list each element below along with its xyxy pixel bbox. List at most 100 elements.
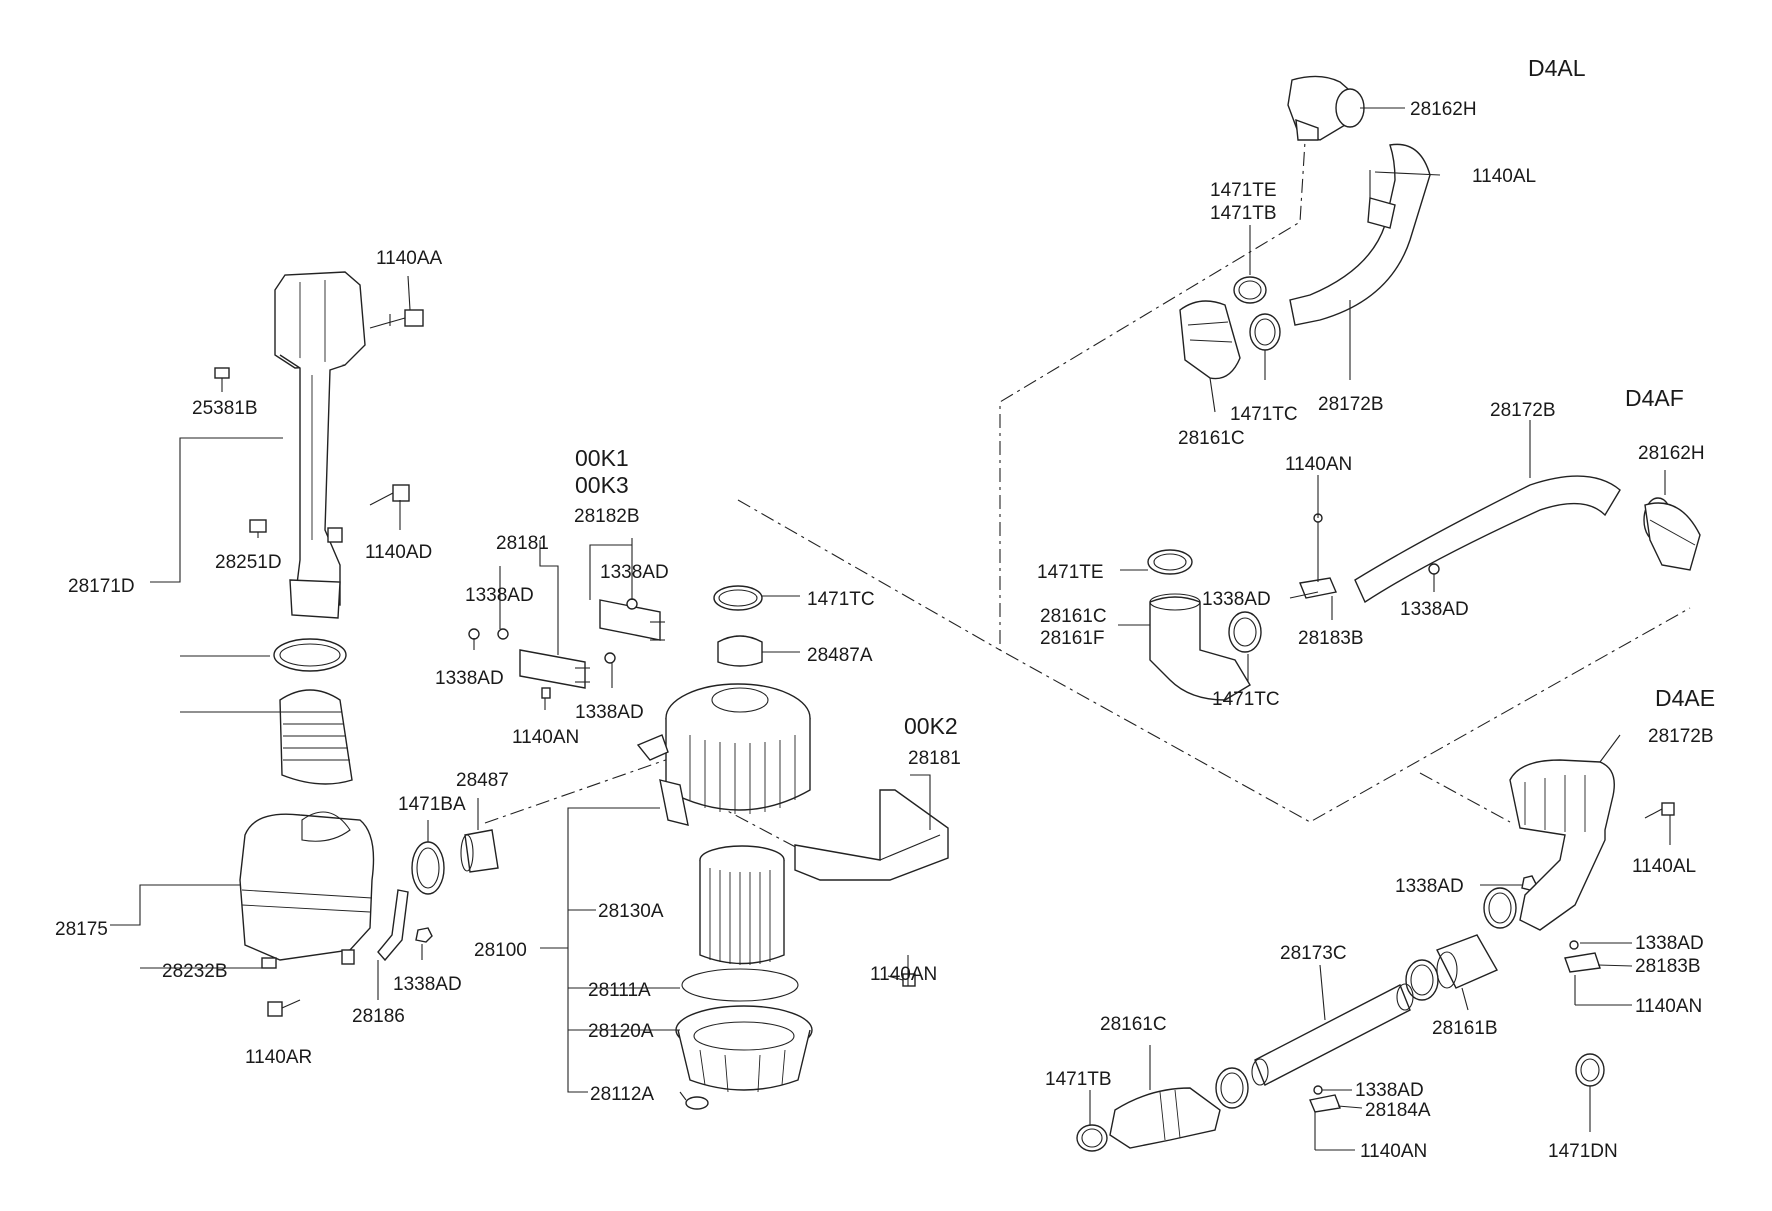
sleeve-28487a-icon: [717, 635, 763, 667]
part-label-28181-a: 28181: [496, 533, 549, 554]
part-label-1471tc-c: 1471TC: [1212, 689, 1280, 710]
hose-28161c-c-icon: [1109, 1087, 1221, 1149]
hose-28172b-b-icon: [1354, 475, 1621, 604]
pipe-28173c-icon: [1251, 983, 1414, 1086]
part-label-28181-b: 28181: [908, 748, 961, 769]
part-label-28130a: 28130A: [598, 901, 664, 922]
hose-clamp-1471te-b-icon: [1147, 549, 1193, 575]
part-label-1471tc-a: 1471TC: [807, 589, 875, 610]
part-label-1338ad-i: 1338AD: [1635, 933, 1704, 954]
nut-1338ad-a-icon: [415, 927, 433, 943]
part-label-1471te-b: 1471TE: [1037, 562, 1104, 583]
part-label-1338ad-d: 1338AD: [600, 562, 669, 583]
part-label-1338ad-a: 1338AD: [393, 974, 462, 995]
part-label-28487a: 28487A: [807, 645, 873, 666]
hose-clamp-d4ae-c-icon: [1215, 1067, 1249, 1109]
part-label-1140ad: 1140AD: [365, 542, 432, 563]
part-label-28161c-c: 28161C: [1100, 1014, 1167, 1035]
part-label-1471tb-b: 1471TB: [1045, 1069, 1112, 1090]
part-label-1471ba: 1471BA: [398, 794, 466, 815]
variant-label-d4al: D4AL: [1528, 55, 1586, 81]
nut-1338ad-h-icon: [1521, 875, 1537, 891]
snorkel-28171d: [214, 271, 366, 619]
part-label-1471dn: 1471DN: [1548, 1141, 1618, 1162]
part-label-1338ad-h: 1338AD: [1395, 876, 1464, 897]
hose-clamp-1471tc-b-icon: [1249, 313, 1281, 351]
part-label-28487: 28487: [456, 770, 509, 791]
part-label-1140al-a: 1140AL: [1472, 166, 1536, 187]
bracket-28182b-icon: [599, 599, 665, 641]
part-label-28172b-c: 28172B: [1648, 726, 1714, 747]
part-label-28120a: 28120A: [588, 1021, 654, 1042]
nut-group-center-icon: [468, 598, 638, 699]
part-label-28171d: 28171D: [68, 576, 135, 597]
hose-28161c-a-icon: [1179, 300, 1241, 380]
variant-label-d4ae: D4AE: [1655, 685, 1715, 711]
hose-clamp-1471tb-b-icon: [1076, 1124, 1108, 1152]
bolt-1140aa-icon: [369, 309, 424, 329]
lower-cover-28120a-icon: [675, 1005, 813, 1093]
part-labels: 1140AA 25381B 28251D 1140AD 28171D 28175…: [55, 99, 1714, 1162]
part-label-1140an-d: 1140AN: [1635, 996, 1702, 1017]
filter-element-28130a-icon: [699, 845, 785, 965]
part-label-28161f: 28161F: [1040, 628, 1104, 649]
hose-clamp-d4ae-a-icon: [1483, 887, 1517, 929]
part-label-28186: 28186: [352, 1006, 405, 1027]
valve-28112a-icon: [685, 1096, 709, 1110]
hose-clamp-1471tb-a-icon: [1233, 276, 1267, 304]
part-label-28184a: 28184A: [1365, 1100, 1431, 1121]
part-label-1338ad-c: 1338AD: [435, 668, 504, 689]
dashed-group-lines: [484, 124, 1691, 861]
part-label-28112a: 28112A: [590, 1084, 654, 1105]
part-label-1140an-e: 1140AN: [1360, 1141, 1427, 1162]
nut-1338ad-g-icon: [1428, 563, 1440, 575]
part-label-1140ar: 1140AR: [245, 1047, 312, 1068]
hose-clamp-1471dn-icon: [1575, 1053, 1605, 1087]
part-label-25381b: 25381B: [192, 398, 258, 419]
part-label-28232b: 28232B: [162, 961, 228, 982]
part-label-1471te-a: 1471TE: [1210, 180, 1277, 201]
variant-label-d4af: D4AF: [1625, 385, 1684, 411]
part-label-28183b-b: 28183B: [1635, 956, 1701, 977]
variant-label-00k1: 00K1: [575, 445, 629, 471]
intake-duct-28172b-c-icon: [1509, 759, 1615, 931]
hose-clamp-1471ba-icon: [411, 841, 445, 895]
part-label-28182b: 28182B: [574, 506, 640, 527]
hose-clamp-1471tc-a-icon: [713, 585, 763, 611]
part-label-28161b: 28161B: [1432, 1018, 1498, 1039]
part-label-28175: 28175: [55, 919, 108, 940]
part-label-1140an-b: 1140AN: [870, 964, 937, 985]
part-label-28172b-a: 28172B: [1318, 394, 1384, 415]
hose-clamp-d4ae-b-icon: [1405, 959, 1439, 1001]
part-label-1471tc-b: 1471TC: [1230, 404, 1298, 425]
part-label-1338ad-j: 1338AD: [1355, 1080, 1424, 1101]
bracket-28181-b-icon: [794, 789, 949, 881]
variant-label-00k3: 00K3: [575, 472, 629, 498]
bracket-28181-a-icon: [519, 649, 590, 689]
part-label-1471tb-a: 1471TB: [1210, 203, 1277, 224]
bracket-28183b-a-icon: [1299, 513, 1337, 599]
part-label-28161c-a: 28161C: [1178, 428, 1245, 449]
part-label-28251d: 28251D: [215, 552, 282, 573]
part-label-1140an-c: 1140AN: [1285, 454, 1352, 475]
part-label-28162h-a: 28162H: [1410, 99, 1477, 120]
part-label-1338ad-b: 1338AD: [465, 585, 534, 606]
part-label-1140al-b: 1140AL: [1632, 856, 1696, 877]
bracket-28183b-b-icon: [1564, 940, 1601, 1005]
hose-28172b-a-icon: [1289, 143, 1431, 326]
part-label-28161c-b: 28161C: [1040, 606, 1107, 627]
bolt-1140an-b-icon: [887, 973, 916, 987]
part-label-28173c: 28173C: [1280, 943, 1347, 964]
part-label-28100: 28100: [474, 940, 527, 961]
part-label-1140aa: 1140AA: [376, 248, 443, 269]
air-cleaner-housing-icon: [636, 683, 811, 826]
elbow-28162h-b-icon: [1643, 497, 1701, 571]
hose-clamp-1471tc-c-icon: [1228, 611, 1262, 653]
part-label-28172b-b: 28172B: [1490, 400, 1556, 421]
hose-28161b-icon: [1436, 934, 1498, 989]
bellows-hose-icon: [279, 689, 353, 785]
part-label-1140an-a: 1140AN: [512, 727, 579, 748]
part-label-28162h-b: 28162H: [1638, 443, 1705, 464]
part-label-1338ad-e: 1338AD: [575, 702, 644, 723]
